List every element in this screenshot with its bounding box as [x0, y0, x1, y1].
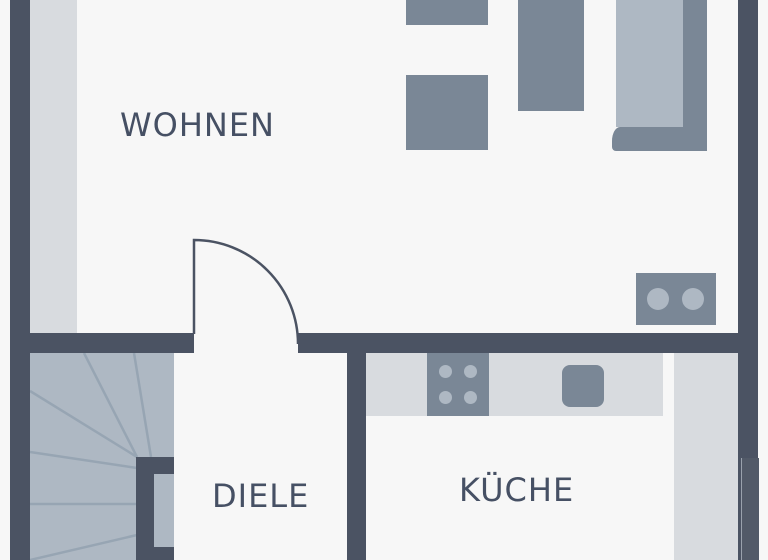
kitchen-counter — [366, 353, 663, 416]
burner — [464, 365, 477, 378]
stair-wall-top — [136, 457, 174, 474]
door-swing-icon — [192, 238, 300, 345]
room-label-diele: DIELE — [212, 477, 310, 515]
stairs-icon — [30, 353, 174, 560]
room-label-kueche: KÜCHE — [459, 471, 575, 509]
sideboard-knob — [682, 288, 704, 310]
sideboard-icon — [636, 273, 716, 325]
inner-wall-horizontal-right — [298, 333, 758, 353]
sink-icon — [562, 365, 604, 407]
wohnen-wall-cabinet — [30, 0, 77, 333]
sideboard-knob — [647, 288, 669, 310]
outer-wall-left — [10, 0, 30, 560]
burner — [439, 391, 452, 404]
kitchen-tall-cabinet — [674, 353, 738, 560]
cooktop-icon — [427, 353, 489, 416]
table-icon — [518, 0, 584, 111]
stair-wall-bottom — [136, 547, 174, 560]
stair-wall-vertical — [136, 457, 154, 560]
burner — [464, 391, 477, 404]
sofa-icon — [612, 0, 707, 151]
window-right — [741, 458, 759, 560]
table-icon — [406, 75, 488, 150]
inner-wall-horizontal-left — [10, 333, 194, 353]
sofa-back — [683, 0, 707, 151]
room-label-wohnen: WOHNEN — [120, 106, 275, 144]
table-icon — [406, 0, 488, 25]
burner — [439, 365, 452, 378]
outer-wall-right — [738, 0, 758, 560]
sofa-seat — [616, 0, 683, 127]
inner-wall-vertical — [347, 353, 366, 560]
